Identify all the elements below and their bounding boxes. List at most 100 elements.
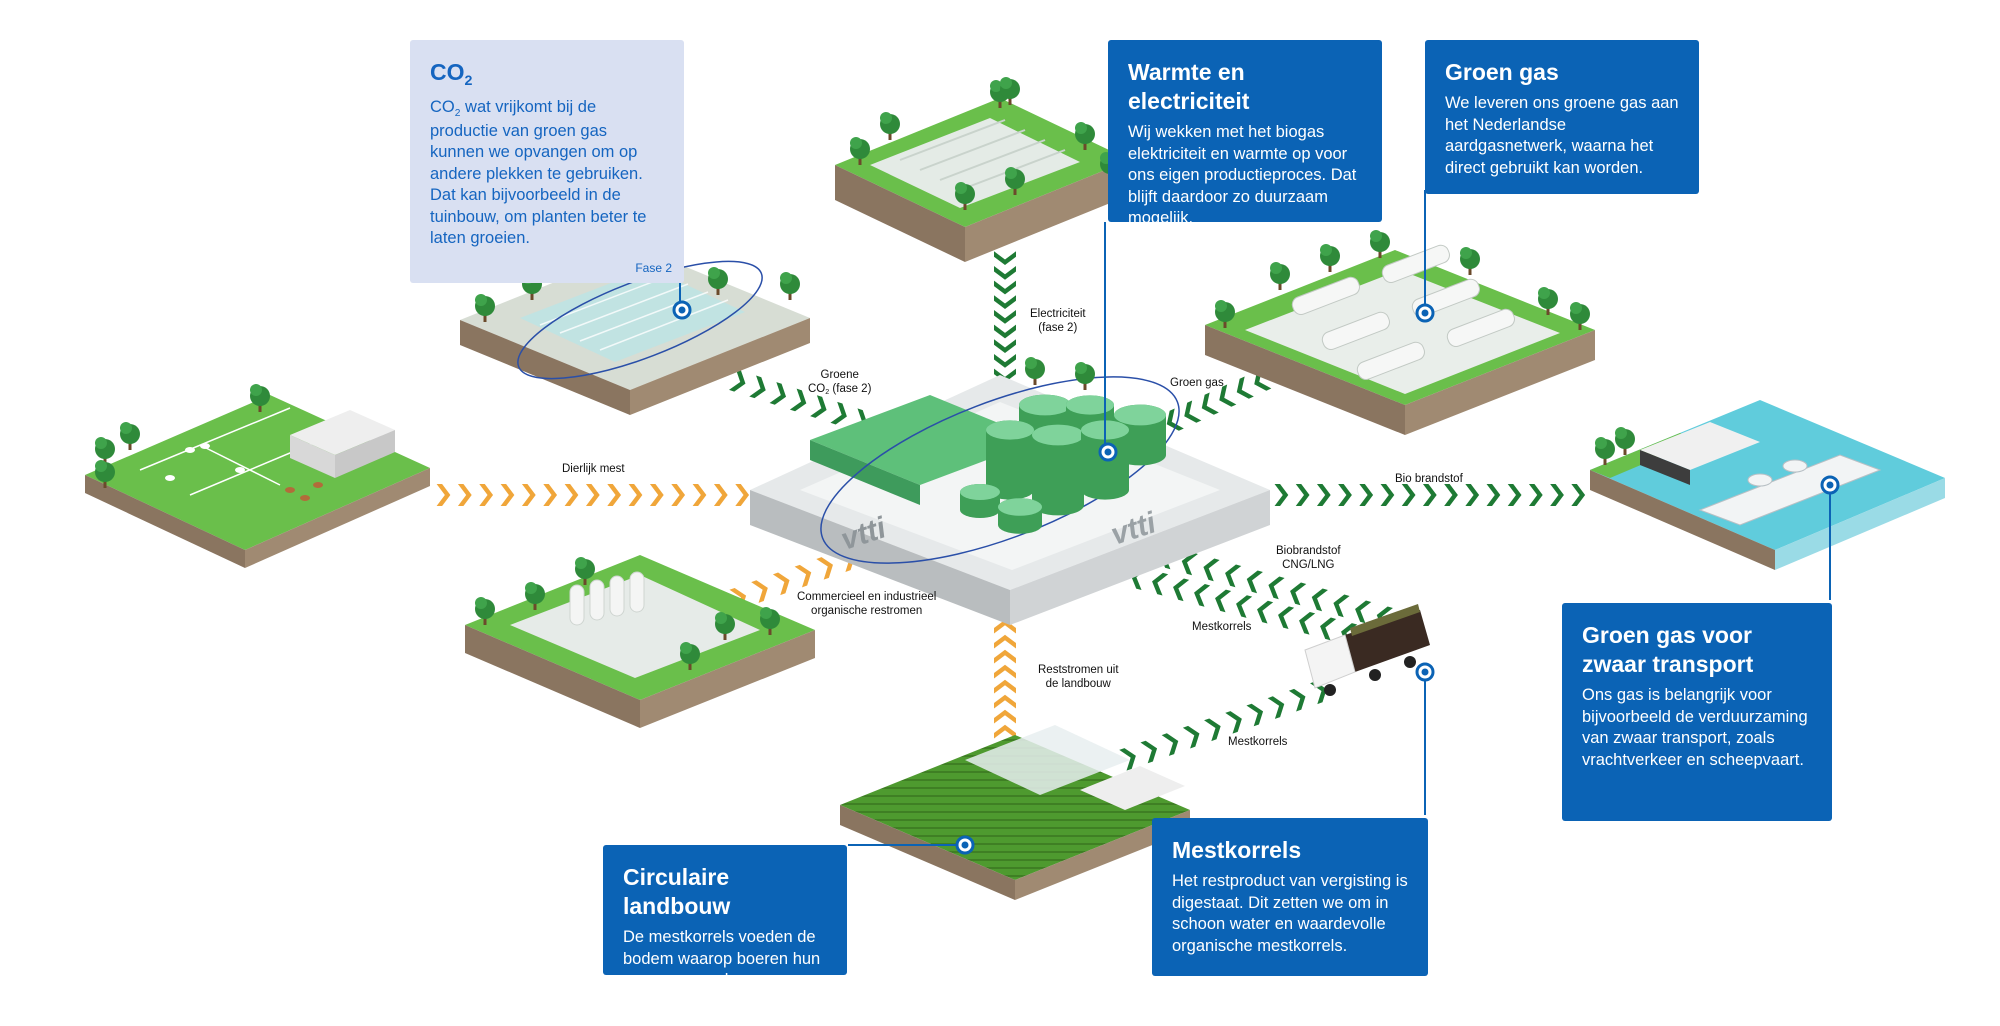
- label-mestkorrels-1: Mestkorrels: [1192, 621, 1252, 633]
- flow-bio-brandstof-arrows: [1274, 484, 1586, 506]
- card-mestkorrels-title: Mestkorrels: [1172, 837, 1302, 863]
- truck-icon: [1304, 604, 1430, 696]
- flow-chevron: [1225, 564, 1242, 588]
- flow-chevron: [1274, 484, 1289, 506]
- flow-electriciteit-arrows: [994, 251, 1016, 383]
- flow-chevron: [1401, 484, 1416, 506]
- flow-chevron: [1355, 600, 1372, 624]
- flow-chevron: [1152, 572, 1169, 596]
- flow-chevron: [1316, 484, 1331, 506]
- flow-chevron: [830, 401, 847, 425]
- flow-chevron: [457, 484, 472, 506]
- flow-chevron: [585, 484, 600, 506]
- flow-chevron: [994, 724, 1016, 739]
- tile-farm: [85, 395, 430, 568]
- flow-chevron: [1203, 558, 1220, 582]
- flow-chevron: [649, 484, 664, 506]
- label-bio-brandstof: Bio brandstof: [1395, 473, 1463, 485]
- flow-chevron: [1380, 484, 1395, 506]
- flow-chevron: [521, 484, 536, 506]
- flow-chevron: [1268, 576, 1285, 600]
- flow-chevron: [994, 309, 1016, 324]
- flow-chevron: [1184, 400, 1202, 423]
- flow-chevron: [994, 339, 1016, 354]
- label-electriciteit: Electriciteit(fase 2): [1030, 308, 1086, 334]
- flow-chevron: [994, 694, 1016, 709]
- card-groen-gas-title: Groen gas: [1445, 59, 1559, 85]
- flow-chevron: [607, 484, 622, 506]
- tile-harbour: [1590, 400, 1945, 570]
- label-dierlijk-mest: Dierlijk mest: [562, 463, 625, 475]
- flow-chevron: [479, 484, 494, 506]
- flow-chevron: [994, 634, 1016, 649]
- card-co2-title: CO2: [430, 59, 473, 89]
- flow-chevron: [564, 484, 579, 506]
- flow-chevron: [1257, 600, 1274, 624]
- flow-chevron: [500, 484, 515, 506]
- card-groen-gas-body: We leveren ons groene gas aan het Nederl…: [1445, 94, 1679, 177]
- flow-chevron: [1486, 484, 1501, 506]
- card-mestkorrels: Mestkorrels Het restproduct van vergisti…: [1152, 818, 1428, 976]
- flow-chevron: [1288, 688, 1306, 712]
- flow-reststromen-arrows: [994, 604, 1016, 739]
- card-co2-phase: Fase 2: [635, 261, 672, 275]
- card-landbouw-body: De mestkorrels voeden de bodem waarop bo…: [623, 928, 821, 989]
- card-transport-body: Ons gas is belangrijk voor bijvoorbeeld …: [1582, 686, 1808, 769]
- flow-chevron: [1173, 578, 1190, 602]
- flow-chevron: [728, 368, 746, 392]
- flow-chevron: [789, 388, 807, 412]
- flow-chevron: [1182, 725, 1200, 749]
- flow-chevron: [994, 251, 1016, 266]
- card-co2-body: CO2 wat vrijkomt bij de productie van gr…: [430, 98, 647, 247]
- card-warmte-title: Warmte en electriciteit: [1128, 59, 1250, 114]
- flow-dierlijk-mest-arrows: [436, 484, 750, 506]
- flow-chevron: [1338, 484, 1352, 506]
- card-transport-title: Groen gas voor zwaar transport: [1582, 622, 1754, 677]
- flow-chevron: [671, 484, 686, 506]
- flow-chevron: [1311, 588, 1328, 612]
- flow-mestkorrels-arrows: [1119, 681, 1327, 771]
- flow-chevron: [1507, 484, 1522, 506]
- cow-icon: [165, 443, 245, 481]
- flow-chevron: [1295, 484, 1310, 506]
- tile-industrial: [465, 555, 815, 728]
- flow-chevron: [1140, 740, 1158, 764]
- flow-chevron: [1194, 584, 1211, 607]
- flow-chevron: [994, 709, 1016, 724]
- flow-chevron: [1161, 733, 1179, 756]
- flow-chevron: [1201, 392, 1219, 415]
- flow-chevron: [994, 324, 1016, 339]
- card-circulaire-landbouw: Circulaire landbouw De mestkorrels voede…: [603, 845, 847, 989]
- flow-chevron: [1204, 718, 1221, 742]
- flow-chevron: [1359, 484, 1374, 506]
- flow-chevron: [735, 484, 750, 506]
- flow-chevron: [1166, 408, 1184, 431]
- card-landbouw-title: Circulaire landbouw: [623, 864, 731, 919]
- flow-chevron: [1267, 696, 1285, 719]
- ship-icon: [1698, 454, 1882, 526]
- label-groene-co2: Groene CO2 (fase 2): [808, 369, 872, 397]
- flow-chevron: [816, 557, 833, 580]
- flow-chevron: [994, 265, 1016, 280]
- flow-chevron: [1181, 552, 1198, 576]
- flow-chevron: [1246, 703, 1264, 727]
- card-co2: CO2 CO2 wat vrijkomt bij de productie va…: [410, 40, 684, 283]
- flow-chevron: [1299, 611, 1316, 635]
- flow-chevron: [713, 484, 728, 506]
- flow-chevron: [1571, 484, 1586, 506]
- flow-chevron: [994, 649, 1016, 664]
- flow-chevron: [1119, 748, 1136, 771]
- flow-chevron: [751, 580, 768, 603]
- tile-power-plant: [835, 98, 1130, 262]
- flow-chevron: [1422, 484, 1437, 506]
- flow-chevron: [994, 295, 1016, 310]
- flow-chevron: [1444, 484, 1458, 506]
- flow-chevron: [1236, 595, 1253, 618]
- flow-chevron: [543, 484, 558, 506]
- flow-chevron: [1290, 582, 1307, 606]
- card-zwaar-transport: Groen gas voor zwaar transport Ons gas i…: [1562, 603, 1832, 821]
